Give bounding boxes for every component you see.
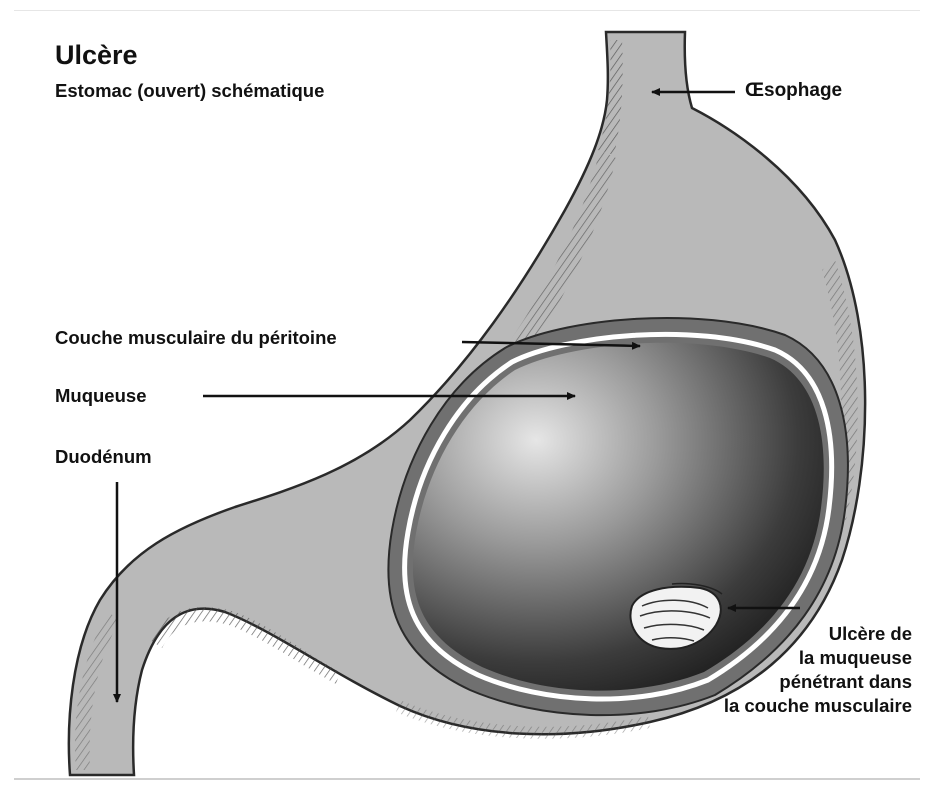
ulcer-label-line-3: pénétrant dans xyxy=(724,670,912,694)
diagram-title: Ulcère xyxy=(55,40,138,71)
diagram-subtitle: Estomac (ouvert) schématique xyxy=(55,80,324,101)
ulcer-label: Ulcère de la muqueuse pénétrant dans la … xyxy=(724,622,912,718)
duodenum-label: Duodénum xyxy=(55,446,152,467)
esophagus-label: Œsophage xyxy=(745,80,842,102)
muscle-layer-label: Couche musculaire du péritoine xyxy=(55,327,337,348)
ulcer-label-line-2: la muqueuse xyxy=(724,646,912,670)
mucosa-label: Muqueuse xyxy=(55,385,146,406)
ulcer-label-line-1: Ulcère de xyxy=(724,622,912,646)
ulcer-label-line-4: la couche musculaire xyxy=(724,694,912,718)
